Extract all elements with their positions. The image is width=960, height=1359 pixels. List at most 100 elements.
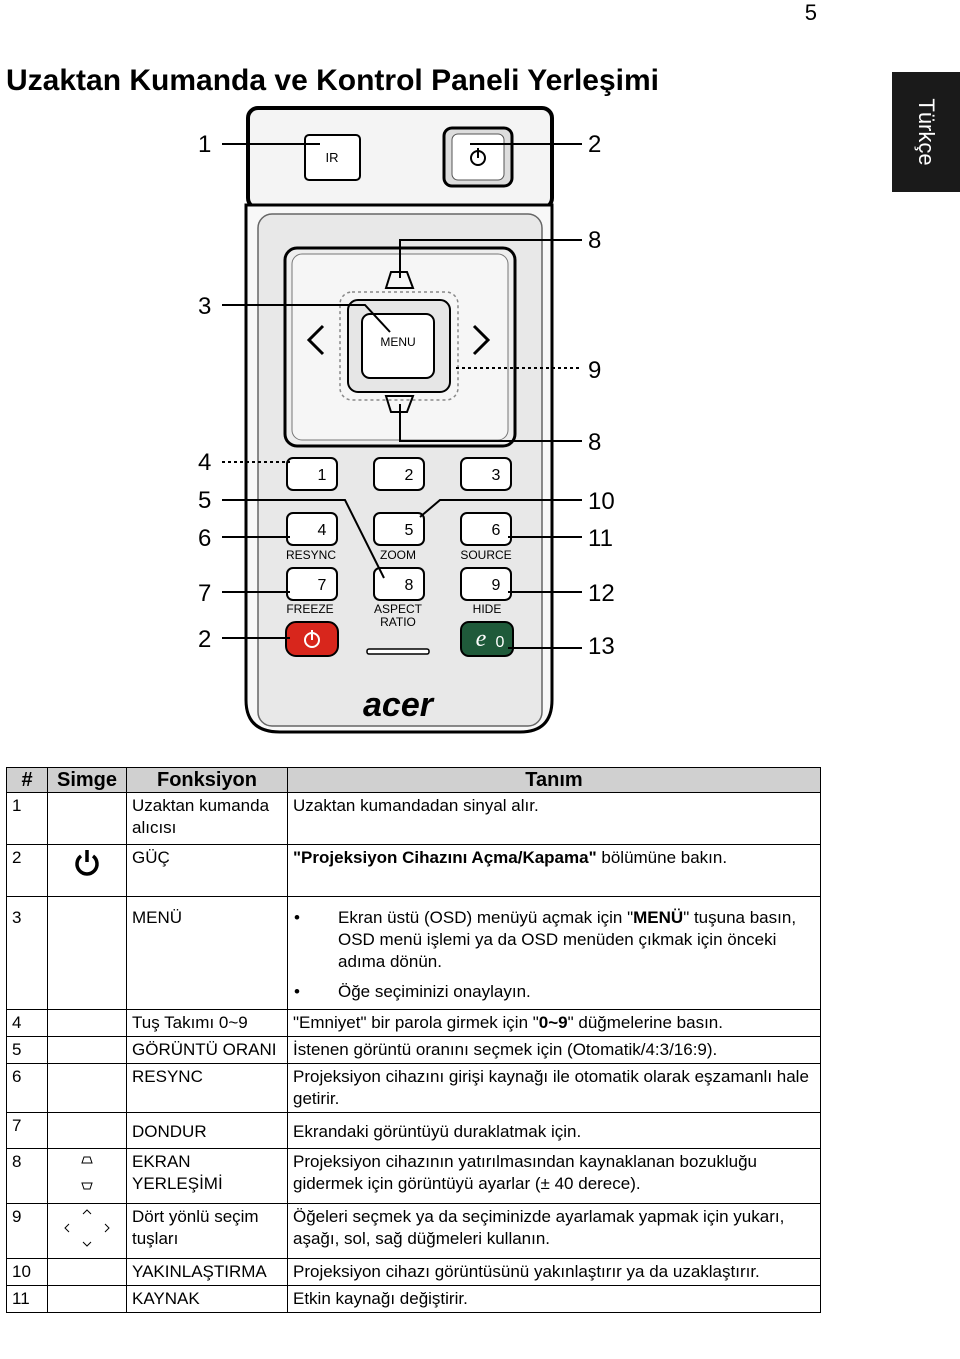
row-number: 9 [6, 1203, 48, 1259]
table-row: 10 YAKINLAŞTIRMA Projeksiyon cihazı görü… [6, 1258, 821, 1286]
row-icon [47, 792, 127, 845]
description-list: Ekran üstü (OSD) menüyü açmak için "MENÜ… [293, 907, 815, 1003]
ir-label: IR [326, 150, 339, 165]
header-description: Tanım [287, 767, 821, 793]
key-4-label: RESYNC [286, 548, 336, 562]
row-number: 10 [6, 1258, 48, 1286]
row-icon [47, 1258, 127, 1286]
row-description: Ekran üstü (OSD) menüyü açmak için "MENÜ… [287, 896, 821, 1010]
keystone-up-icon [384, 271, 415, 289]
table-row: 4 Tuş Takımı 0~9 "Emniyet" bir parola gi… [6, 1009, 821, 1037]
empowering-key-zero: 0 [496, 634, 505, 651]
callout-left-4: 4 [198, 449, 211, 476]
callout-right-8b: 8 [588, 429, 601, 456]
row-icon [47, 1063, 127, 1113]
language-tab: Türkçe [892, 72, 960, 192]
table-row: 11 KAYNAK Etkin kaynağı değiştirir. [6, 1285, 821, 1313]
row-number: 2 [6, 844, 48, 897]
row-description: Projeksiyon cihazının yatırılmasından ka… [287, 1148, 821, 1204]
row-icon [47, 1148, 127, 1204]
callout-left-6: 6 [198, 525, 211, 552]
key-5-label: ZOOM [380, 548, 416, 562]
callout-left-3: 3 [198, 293, 211, 320]
key-1-number: 1 [318, 467, 327, 484]
description-rest: bölümüne bakın. [596, 848, 728, 867]
row-number: 3 [6, 896, 48, 1010]
key-3-number: 3 [492, 467, 501, 484]
callout-left-5: 5 [198, 487, 211, 514]
key-9-label: HIDE [473, 602, 502, 616]
header-icon: Simge [47, 767, 127, 793]
table-row: 9 Dört yönlü seçim tuşları Öğeleri seçme… [6, 1203, 821, 1259]
callout-right-10: 10 [588, 488, 615, 515]
row-function: KAYNAK [126, 1285, 288, 1313]
function-table: # Simge Fonksiyon Tanım 1 Uzaktan kumand… [6, 767, 821, 1313]
header-function: Fonksiyon [126, 767, 288, 793]
page-number: 5 [804, 0, 817, 25]
table-row: 7 DONDUR Ekrandaki görüntüyü duraklatmak… [6, 1112, 821, 1149]
callout-right-8a: 8 [588, 227, 601, 254]
four-way-arrows-icon [64, 1209, 110, 1247]
row-description: Etkin kaynağı değiştirir. [287, 1285, 821, 1313]
description-bullet: Öğe seçiminizi onaylayın. [294, 981, 815, 1003]
description-bullet: Ekran üstü (OSD) menüyü açmak için "MENÜ… [294, 907, 815, 973]
row-icon [47, 1009, 127, 1037]
row-icon [47, 844, 127, 897]
key-9-number: 9 [492, 577, 501, 594]
row-description: "Projeksiyon Cihazını Açma/Kapama" bölüm… [287, 844, 821, 897]
key-5-number: 5 [405, 522, 414, 539]
left-arrow-icon [306, 324, 325, 356]
four-way-keypad: MENU [283, 246, 517, 448]
table-row: 6 RESYNC Projeksiyon cihazını girişi kay… [6, 1063, 821, 1113]
row-function: GÜÇ [126, 844, 288, 897]
key-7-number: 7 [318, 577, 327, 594]
row-function: Uzaktan kumanda alıcısı [126, 792, 288, 845]
key-6-number: 6 [492, 522, 501, 539]
row-description: Uzaktan kumandadan sinyal alır. [287, 792, 821, 845]
row-function: EKRAN YERLEŞİMİ [126, 1148, 288, 1204]
table-row: 1 Uzaktan kumanda alıcısı Uzaktan kumand… [6, 792, 821, 845]
leader-lines [222, 143, 582, 649]
ir-window: IR [304, 134, 361, 181]
row-function: RESYNC [126, 1063, 288, 1113]
description-bold: "Projeksiyon Cihazını Açma/Kapama" [293, 848, 597, 867]
row-description: Projeksiyon cihazı görüntüsünü yakınlaşt… [287, 1258, 821, 1286]
row-description: Ekrandaki görüntüyü duraklatmak için. [287, 1112, 821, 1149]
callout-left-2b: 2 [198, 626, 211, 653]
key-2-number: 2 [405, 467, 414, 484]
row-description: "Emniyet" bir parola girmek için "0~9" d… [287, 1009, 821, 1037]
row-number: 7 [6, 1112, 48, 1149]
row-icon [47, 1285, 127, 1313]
page-title: Uzaktan Kumanda ve Kontrol Paneli Yerleş… [6, 64, 659, 97]
power-button-bottom [285, 621, 339, 657]
right-arrow-icon [472, 324, 491, 356]
power-icon [75, 850, 99, 876]
callout-right-12: 12 [588, 580, 615, 607]
row-function: MENÜ [126, 896, 288, 1010]
row-number: 5 [6, 1036, 48, 1064]
row-function: YAKINLAŞTIRMA [126, 1258, 288, 1286]
callout-right-13: 13 [588, 633, 615, 660]
key-8-label: ASPECT [374, 602, 423, 616]
key-8-label-line2: RATIO [380, 615, 416, 629]
keystone-icon [81, 1156, 93, 1190]
table-row: 8 EKRAN YERLEŞİMİ Projeksiyon cihazının … [6, 1148, 821, 1204]
row-icon [47, 1036, 127, 1064]
row-description: Projeksiyon cihazını girişi kaynağı ile … [287, 1063, 821, 1113]
callout-right-9: 9 [588, 357, 601, 384]
row-icon [47, 1112, 127, 1149]
row-number: 6 [6, 1063, 48, 1113]
row-number: 8 [6, 1148, 48, 1204]
callout-right-11: 11 [588, 525, 613, 552]
keystone-down-icon [384, 395, 415, 413]
row-description: İstenen görüntü oranını seçmek için (Oto… [287, 1036, 821, 1064]
row-function: Dört yönlü seçim tuşları [126, 1203, 288, 1259]
table-row: 3 MENÜ Ekran üstü (OSD) menüyü açmak içi… [6, 896, 821, 1010]
row-number: 11 [6, 1285, 48, 1313]
numeric-keypad: 1 2 3 4 RESYNC 5 ZOOM 6 SOURCE 7 FREEZE … [286, 457, 512, 629]
row-number: 1 [6, 792, 48, 845]
key-6-label: SOURCE [460, 548, 511, 562]
key-4-number: 4 [318, 522, 327, 539]
key-8-number: 8 [405, 577, 414, 594]
remote-control-illustration: IR MENU 1 2 3 4 RESYNC 5 ZOOM [198, 106, 615, 734]
